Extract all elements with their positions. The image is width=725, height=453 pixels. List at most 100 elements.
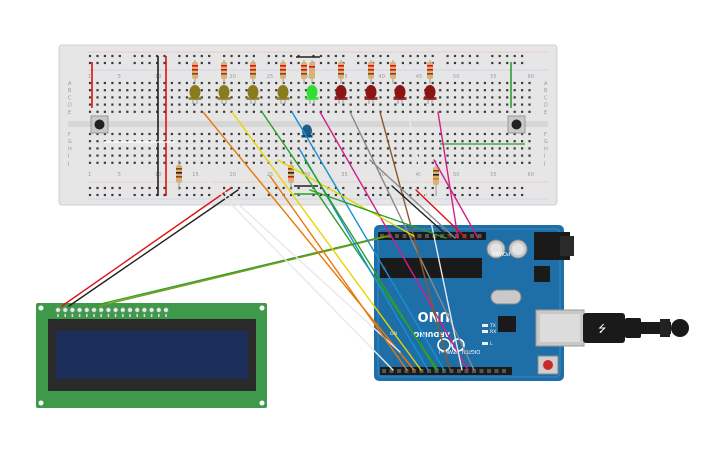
lcd-pin: [113, 307, 119, 313]
led: [305, 85, 319, 104]
led-row: [188, 85, 437, 104]
lcd-pin-header: [55, 307, 169, 317]
lcd-pin-label: [158, 314, 160, 317]
breadboard-col-label-bottom: 5: [118, 172, 121, 178]
resistor-band: [250, 73, 256, 75]
l-led: [482, 342, 488, 345]
lcd-pin-label: [86, 314, 88, 317]
wire-red: [61, 187, 232, 307]
breadboard-col-label-top: 40: [379, 74, 385, 80]
arduino-infinity-logo-left: [437, 338, 451, 352]
resistor-band: [280, 65, 286, 67]
lcd-pin: [156, 307, 162, 313]
header-socket: [382, 369, 386, 373]
resistor-band: [192, 69, 198, 71]
lcd-module: [36, 303, 267, 408]
pushbutton-right[interactable]: [507, 115, 526, 134]
wire-magenta: [437, 111, 459, 239]
breadboard-col-label-bottom: 20: [230, 172, 236, 178]
resistor-band: [390, 65, 396, 67]
indicator-rx: RX: [490, 329, 496, 335]
lcd-pin-label: [150, 314, 153, 317]
lcd-pin: [77, 307, 83, 313]
usb-cable-plug: [583, 313, 625, 343]
lcd-pin: [120, 307, 126, 313]
wire-green: [309, 189, 447, 239]
led-dome: [335, 85, 347, 99]
led-rim: [334, 97, 348, 100]
led-dome: [247, 85, 259, 99]
resistor-lower-right: [433, 160, 439, 196]
led: [188, 85, 202, 104]
breadboard-row-label: G: [544, 139, 548, 145]
led-rim: [364, 97, 378, 100]
header-socket: [412, 369, 416, 373]
lcd-pin-label: [122, 314, 124, 317]
breadboard-row-label: D: [68, 103, 72, 109]
resistor: [390, 60, 396, 84]
breadboard-row-label: I: [544, 154, 545, 160]
breadboard-col-label-bottom: 30: [304, 172, 310, 178]
indicator-l: L: [490, 341, 493, 347]
breadboard-col-label-top: 5: [118, 74, 121, 80]
led-dome: [365, 85, 377, 99]
resistor-band: [368, 65, 374, 67]
resistor: [301, 60, 307, 84]
breadboard-row-label: I: [68, 154, 69, 160]
wire-green: [91, 235, 387, 307]
header-socket: [472, 369, 476, 373]
header-socket: [479, 369, 484, 373]
breadboard-col-label-bottom: 15: [192, 172, 198, 178]
resistor: [427, 60, 433, 84]
header-socket: [419, 369, 424, 373]
lcd-pin-label: [114, 314, 117, 317]
resistor-band: [221, 65, 227, 67]
header-socket: [434, 369, 439, 373]
led: [423, 85, 437, 104]
lcd-pin: [62, 307, 68, 313]
usb-trident-icon: ⭍: [598, 323, 606, 335]
resistor-lower-left: [176, 160, 182, 190]
breadboard-row-label: J: [543, 161, 545, 167]
resistor-band: [250, 69, 256, 71]
led-rim: [246, 97, 260, 100]
resistor-band: [192, 65, 198, 67]
resistor-row: [192, 60, 433, 84]
wire-magenta: [433, 159, 479, 239]
resistor-band: [427, 73, 433, 75]
breadboard-col-label-top: 20: [230, 74, 236, 80]
microcontroller-chip: [380, 258, 482, 278]
lcd-pin-label: [100, 314, 102, 317]
resistor-band: [250, 65, 256, 67]
resistor-band: [368, 69, 374, 71]
arduino-bottom-header: [380, 367, 512, 375]
resistor-band: [338, 69, 344, 71]
resistor-band: [427, 65, 433, 67]
lcd-pin-label: [107, 314, 110, 317]
pushbutton-left[interactable]: [90, 115, 109, 134]
led: [393, 85, 407, 104]
wire-red: [415, 189, 467, 239]
breadboard-row-label: A: [68, 81, 72, 87]
lcd-pin-label: [136, 314, 138, 317]
header-socket: [449, 369, 454, 373]
header-socket: [402, 234, 407, 238]
breadboard-row-label: E: [544, 110, 547, 116]
breadboard-row-label: F: [68, 132, 71, 138]
lcd-pin-label: [129, 314, 131, 317]
crystal: [490, 289, 522, 305]
breadboard-holes: [88, 54, 531, 197]
breadboard-col-label-bottom: 55: [490, 172, 496, 178]
header-socket: [395, 234, 399, 238]
resistor-band: [221, 73, 227, 75]
rx-led: [482, 330, 488, 333]
resistor: [192, 60, 198, 84]
breadboard-row-label: C: [68, 95, 72, 101]
resistor: [250, 60, 256, 84]
breadboard-col-label-top: 60: [528, 74, 534, 80]
breadboard-center-channel: [68, 121, 548, 127]
wire-orange: [269, 175, 408, 371]
breadboard-col-label-bottom: 1: [88, 172, 91, 178]
breadboard-row-label: C: [544, 95, 548, 101]
